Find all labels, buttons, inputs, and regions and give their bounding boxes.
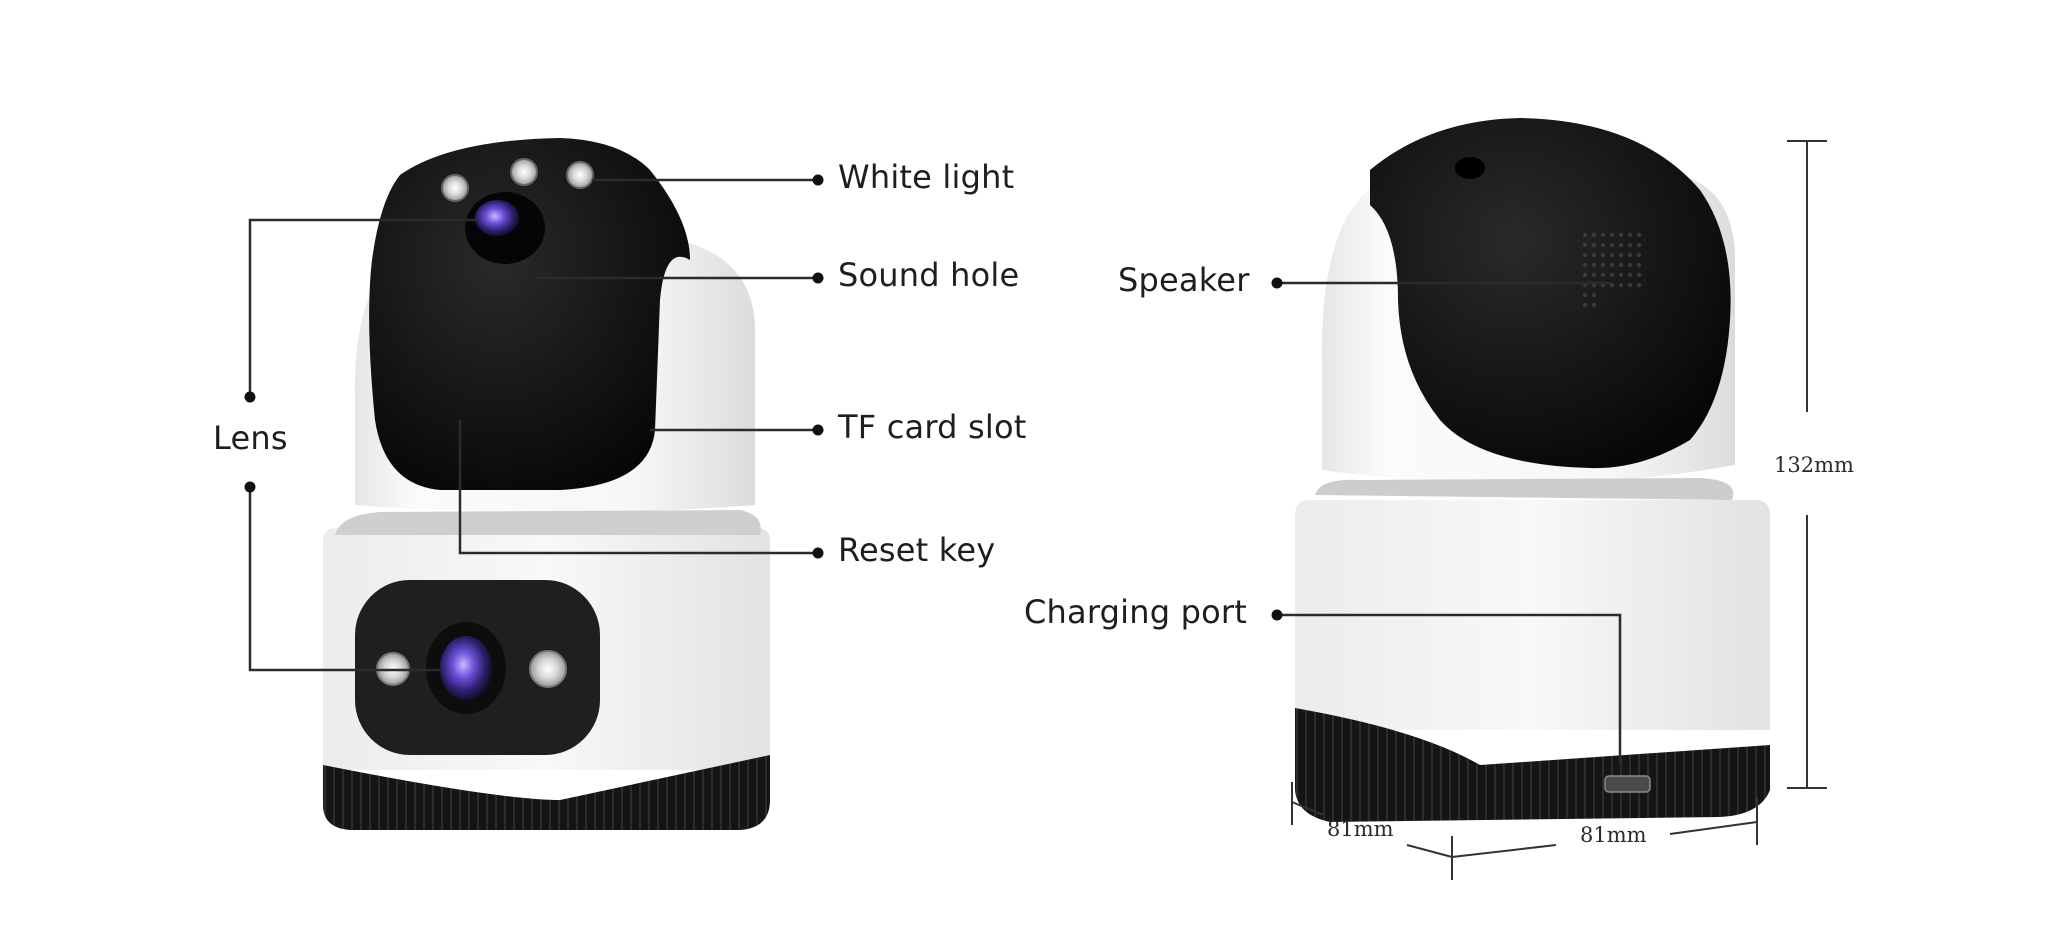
speaker-hole	[1600, 272, 1606, 278]
speaker-hole	[1618, 252, 1624, 258]
top-lens-icon	[475, 200, 519, 236]
speaker-hole	[1591, 262, 1597, 268]
speaker-hole	[1618, 232, 1624, 238]
speaker-hole	[1582, 262, 1588, 268]
speaker-hole	[1636, 282, 1642, 288]
front-camera	[323, 138, 770, 830]
back-base-band	[1295, 708, 1770, 822]
speaker-hole	[1591, 252, 1597, 258]
speaker-hole	[1627, 232, 1633, 238]
label-charging-port: Charging port	[1024, 593, 1247, 631]
leader-lines	[248, 178, 1622, 763]
dim-height: 132mm	[1774, 453, 1854, 477]
speaker-hole	[1627, 262, 1633, 268]
speaker-hole	[1600, 262, 1606, 268]
speaker-hole	[1618, 272, 1624, 278]
lens-bottom-leader	[248, 487, 440, 672]
back-pan-ring	[1315, 478, 1734, 500]
speaker-hole	[1636, 232, 1642, 238]
speaker-hole	[1609, 252, 1615, 258]
dim-depth: 81mm	[1327, 817, 1394, 841]
dimension-lines	[1291, 140, 1827, 880]
bottom-lens-icon	[440, 636, 492, 700]
speaker-hole	[1609, 242, 1615, 248]
dim-width: 81mm	[1580, 823, 1647, 847]
width-dim-line-a	[1451, 844, 1557, 858]
reset-key-leader	[458, 420, 818, 555]
led-icon	[529, 650, 567, 688]
speaker-hole	[1591, 302, 1597, 308]
speaker-hole	[1582, 302, 1588, 308]
charging-port-leader	[1277, 613, 1622, 763]
front-base-band	[323, 755, 770, 830]
speaker-hole	[1600, 242, 1606, 248]
back-camera	[1295, 118, 1770, 822]
label-sound-hole: Sound hole	[838, 256, 1020, 294]
speaker-hole	[1600, 232, 1606, 238]
speaker-hole	[1636, 242, 1642, 248]
speaker-hole	[1627, 272, 1633, 278]
usb-port-icon	[1604, 775, 1651, 793]
speaker-hole	[1591, 232, 1597, 238]
speaker-hole	[1582, 252, 1588, 258]
speaker-hole	[1582, 242, 1588, 248]
speaker-hole	[1582, 292, 1588, 298]
speaker-hole	[1609, 272, 1615, 278]
speaker-hole	[1618, 262, 1624, 268]
speaker-hole	[1618, 242, 1624, 248]
white-light-led-icon	[566, 161, 594, 189]
speaker-hole	[1600, 252, 1606, 258]
back-head-shell	[1370, 118, 1731, 469]
speaker-hole	[1627, 282, 1633, 288]
label-tf-card-slot: TF card slot	[838, 408, 1027, 446]
speaker-hole	[1618, 282, 1624, 288]
speaker-hole	[1609, 232, 1615, 238]
speaker-hole	[1636, 252, 1642, 258]
depth-dim-line-a	[1291, 801, 1324, 816]
front-head-shell	[369, 138, 690, 490]
speaker-hole	[1627, 252, 1633, 258]
speaker-hole	[1636, 272, 1642, 278]
white-light-led-icon	[510, 158, 538, 186]
depth-dim-line-b	[1406, 844, 1453, 858]
speaker-hole	[1582, 232, 1588, 238]
back-hole-icon	[1455, 157, 1485, 179]
speaker-hole	[1591, 272, 1597, 278]
lens-top-leader	[248, 218, 478, 397]
speaker-hole	[1627, 242, 1633, 248]
speaker-hole	[1609, 262, 1615, 268]
label-white-light: White light	[838, 158, 1015, 196]
leader-dots	[244, 174, 1283, 621]
front-pan-ring	[335, 510, 761, 535]
white-light-led-icon	[441, 174, 469, 202]
speaker-hole	[1582, 272, 1588, 278]
speaker-hole	[1609, 282, 1615, 288]
width-dim-line-b	[1669, 821, 1758, 835]
speaker-hole	[1591, 292, 1597, 298]
speaker-hole	[1591, 242, 1597, 248]
label-speaker: Speaker	[1118, 261, 1250, 299]
speaker-hole	[1636, 262, 1642, 268]
label-lens: Lens	[213, 419, 288, 457]
label-reset-key: Reset key	[838, 531, 996, 569]
speaker-grille-icon	[1582, 232, 1642, 308]
